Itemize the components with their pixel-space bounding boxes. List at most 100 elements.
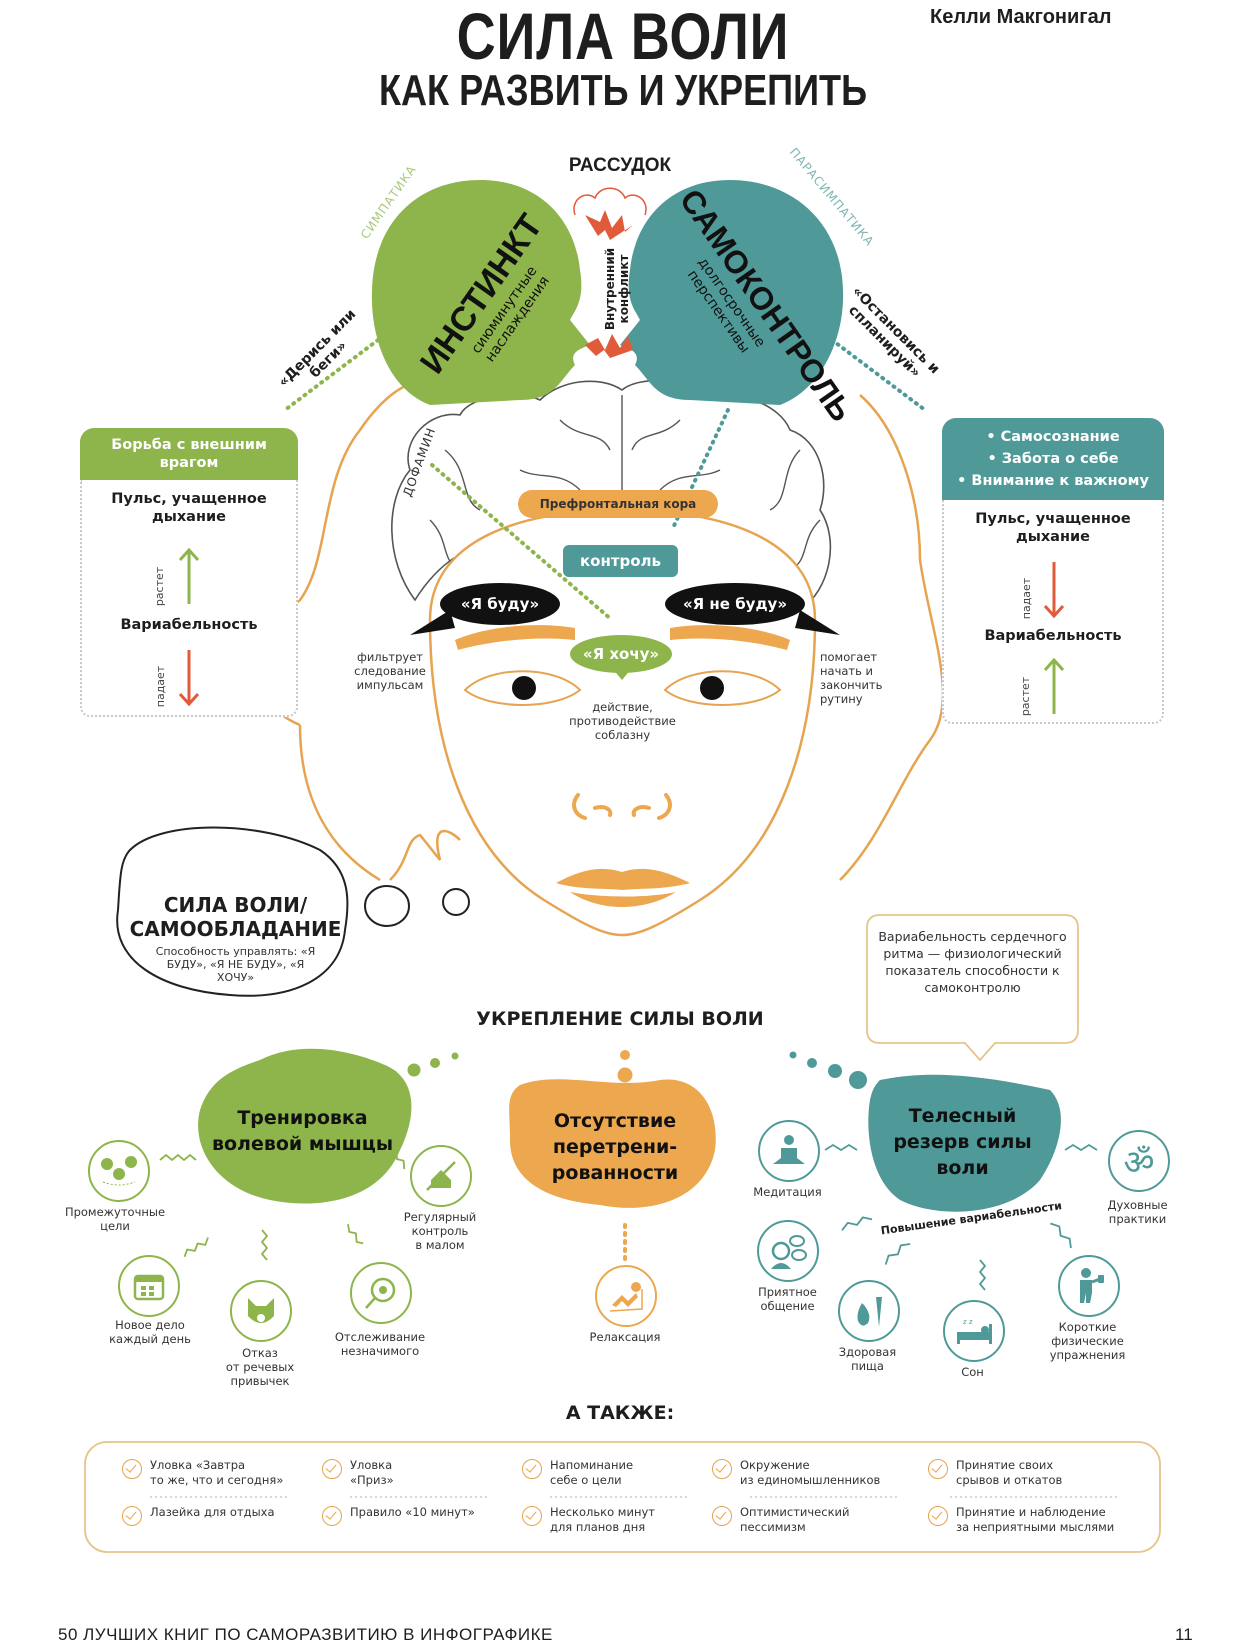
thought-dot-small	[442, 888, 470, 916]
stop-connector	[830, 338, 927, 412]
brain-folds	[429, 395, 821, 571]
also-item-text: Принятие и наблюдение за неприятными мыс…	[956, 1505, 1115, 1534]
meditation-label: Медитация	[753, 1185, 822, 1199]
spark-bottom-icon	[585, 334, 633, 358]
check-icon	[712, 1459, 732, 1479]
hrv-note: Вариабельность сердечного ритма — физиол…	[878, 929, 1067, 995]
also-item: Принятие своих срывов и откатов	[928, 1458, 1062, 1488]
eyebrow-right	[670, 625, 790, 650]
training-blob	[198, 1048, 412, 1204]
exercise-icon	[1058, 1255, 1120, 1317]
i-wont-bubble: «Я не буду»	[665, 583, 805, 625]
right-pulse-label: Пульс, учащенное дыхание	[975, 511, 1131, 545]
left-pulse-trend: растет	[153, 566, 167, 607]
arrow-up-icon	[1043, 658, 1065, 714]
angry-dog-label: Отказ от речевых привычек	[225, 1346, 295, 1388]
dot	[789, 1051, 797, 1059]
nose	[572, 793, 672, 820]
prefrontal-cortex-label: Префронтальная кора	[518, 490, 718, 518]
lips	[556, 868, 690, 907]
also-item-text: Несколько минут для планов дня	[550, 1505, 655, 1534]
i-will-bubble: «Я буду»	[440, 583, 560, 625]
check-icon	[122, 1506, 142, 1526]
relaxation-icon	[595, 1265, 657, 1327]
willpower-title-2: САМООБЛАДАНИЕ	[129, 917, 342, 941]
om-icon: ॐ	[1108, 1130, 1170, 1192]
right-box-item: • Внимание к важному	[957, 473, 1149, 489]
left-box-header: Борьба с внешним врагом	[80, 428, 298, 480]
sleep-label: Сон	[961, 1365, 984, 1379]
svg-text:z z: z z	[963, 1318, 973, 1326]
also-item-text: Лазейка для отдыха	[150, 1505, 275, 1519]
also-item: Уловка «Приз»	[322, 1458, 394, 1488]
also-item-text: Уловка «Приз»	[350, 1458, 394, 1487]
left-pulse-label: Пульс, учащенное дыхание	[111, 491, 267, 525]
left-variability-label: Вариабельность	[120, 617, 258, 633]
hair-fringe	[389, 829, 461, 881]
control-label: контроль	[563, 545, 678, 577]
also-item: Принятие и наблюдение за неприятными мыс…	[928, 1505, 1114, 1535]
relaxation-label: Релаксация	[589, 1330, 661, 1344]
also-item-text: Уловка «Завтра то же, что и сегодня»	[150, 1458, 284, 1487]
overtraining-blob	[509, 1079, 716, 1208]
exercise-label: Короткие физические упражнения	[1049, 1320, 1126, 1362]
also-item-text: Оптимистический пессимизм	[740, 1505, 850, 1534]
check-icon	[712, 1506, 732, 1526]
strengthen-title: УКРЕПЛЕНИЕ СИЛЫ ВОЛИ	[476, 1008, 764, 1030]
conflict-cloud-icon	[573, 187, 647, 216]
page-subtitle: КАК РАЗВИТЬ И УКРЕПИТЬ	[378, 66, 868, 115]
right-box-header: • Самосознание • Забота о себе • Внимани…	[942, 418, 1164, 500]
calendar-label: Новое дело каждый день	[109, 1318, 191, 1346]
i-wont-tail	[795, 610, 840, 635]
body-blob	[868, 1074, 1061, 1212]
check-icon	[522, 1459, 542, 1479]
check-icon	[122, 1459, 142, 1479]
also-item-text: Напоминание себе о цели	[550, 1458, 634, 1487]
no-cake-label: Регулярный контроль в малом	[403, 1210, 477, 1252]
also-title: А ТАКЖЕ:	[565, 1402, 675, 1424]
no-cake-icon	[410, 1145, 472, 1207]
center-face-note: действие, противодействие соблазну	[569, 700, 676, 742]
dot	[617, 1067, 633, 1083]
training-title: Тренировка волевой мышцы	[211, 1107, 394, 1155]
inner-conflict-label: Внутренний конфликт	[603, 244, 631, 334]
also-item: Правило «10 минут»	[322, 1505, 475, 1526]
dot	[451, 1052, 459, 1060]
thought-dot-large	[364, 885, 410, 927]
also-item: Окружение из единомышленников	[712, 1458, 880, 1488]
reason-label: РАССУДОК	[568, 155, 672, 176]
conversation-label: Приятное общение	[758, 1285, 817, 1313]
also-item-text: Правило «10 минут»	[350, 1505, 475, 1519]
also-item: Напоминание себе о цели	[522, 1458, 633, 1488]
right-box-item: • Забота о себе	[987, 451, 1119, 467]
thought-bubble	[116, 826, 349, 997]
also-item-text: Окружение из единомышленников	[740, 1458, 881, 1487]
right-box-item: • Самосознание	[986, 429, 1120, 445]
right-face-note: помогает начать и закончить рутину	[820, 650, 883, 706]
dot	[828, 1064, 842, 1078]
check-icon	[522, 1506, 542, 1526]
fight-connector	[283, 338, 380, 412]
instinct-head-shape	[371, 180, 590, 405]
right-effects-box: • Самосознание • Забота о себе • Внимани…	[942, 418, 1164, 724]
sleep-icon: z z	[943, 1300, 1005, 1362]
angry-dog-icon	[230, 1280, 292, 1342]
right-variability-trend: растет	[1019, 676, 1033, 717]
willpower-definition: СИЛА ВОЛИ/ САМООБЛАДАНИЕ Способность упр…	[128, 893, 343, 984]
om-label: Духовные практики	[1107, 1198, 1168, 1226]
right-pulse-trend: падает	[1020, 577, 1034, 620]
willpower-desc: Способность управлять: «Я БУДУ», «Я НЕ Б…	[155, 945, 316, 984]
check-icon	[322, 1459, 342, 1479]
dot	[620, 1050, 630, 1060]
check-icon	[928, 1459, 948, 1479]
food-label: Здоровая пища	[838, 1345, 897, 1373]
left-variability-trend: падает	[154, 665, 168, 708]
dopamine-arrow	[430, 463, 614, 622]
check-icon	[322, 1506, 342, 1526]
milestones-icon	[88, 1140, 150, 1202]
also-item: Несколько минут для планов дня	[522, 1505, 655, 1535]
author: Келли Макгонигал	[930, 6, 1112, 28]
page-title: СИЛА ВОЛИ	[456, 0, 790, 73]
conflict-line-2: конфликт	[617, 254, 631, 324]
hair-outline-right	[839, 394, 945, 881]
